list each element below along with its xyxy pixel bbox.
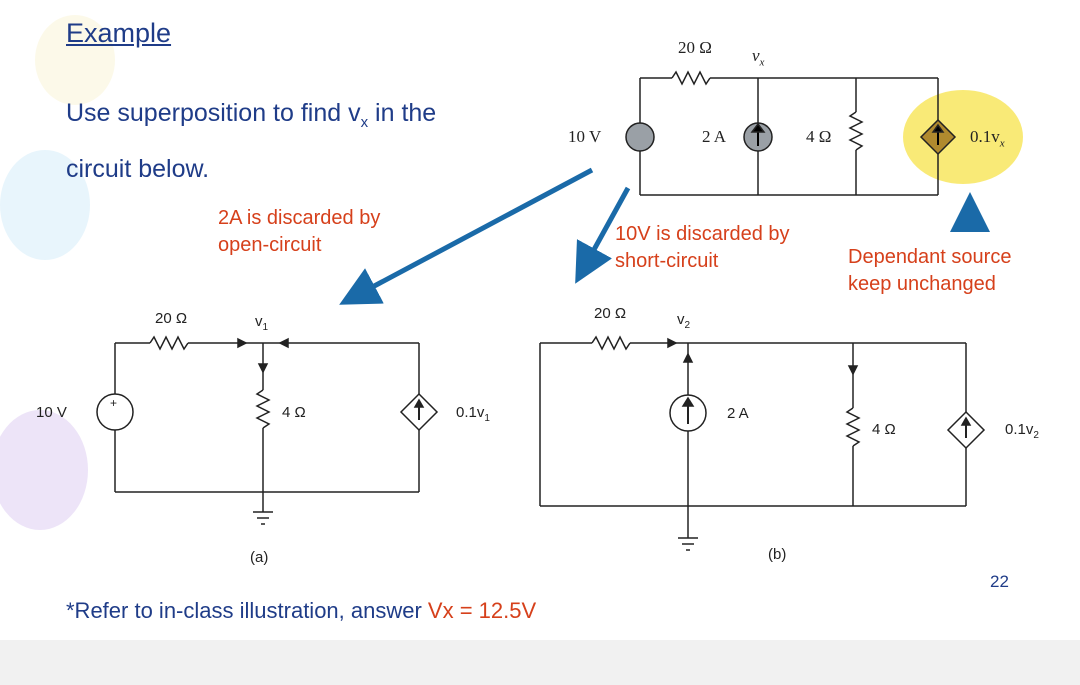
b-current-label: 2 A [727,405,749,422]
circuit-a [96,335,439,525]
orig-current-label: 2 A [702,127,727,146]
circuit-b [539,335,986,551]
bottom-bar [0,640,1080,685]
b-resistor2-label: 4 Ω [872,421,896,438]
highlight-ellipse [903,90,1023,184]
b-caption: (b) [768,546,787,563]
a-source-label: 10 V [36,404,67,421]
circuit-diagram [96,70,1023,551]
note-short-circuit: 10V is discarded by short-circuit [615,223,790,272]
a-source-plus: + [110,396,118,410]
a-resistor1-label: 20 Ω [155,310,188,327]
answer-text: *Refer to in-class illustration, answer … [66,598,537,623]
a-resistor2-label: 4 Ω [282,404,306,421]
orig-source-label: 10 V [568,127,602,146]
problem-statement: Use superposition to find vx in the circ… [66,99,437,183]
arrow-to-circuit-a [339,167,594,305]
a-dep-label: 0.1v1 [456,404,490,424]
b-node-label: v2 [677,311,691,331]
slide: Example Use superposition to find vx in … [0,15,1039,623]
page-number: 22 [990,572,1009,591]
orig-vx-label: vx [752,46,765,69]
background-decoration [0,15,115,530]
original-circuit [625,70,1023,196]
b-resistor1-label: 20 Ω [594,305,627,322]
a-node-label: v1 [255,313,269,333]
orig-resistor1-label: 20 Ω [678,38,712,57]
slide-title: Example [66,18,172,48]
note-open-circuit: 2A is discarded by open-circuit [218,207,381,256]
note-dependent-source: Dependant source keep unchanged [848,246,1012,295]
b-dep-label: 0.1v2 [1005,421,1039,441]
orig-dep-label: 0.1vx [970,127,1005,150]
arrow-to-circuit-b [575,186,631,284]
orig-resistor2-label: 4 Ω [806,127,832,146]
a-caption: (a) [250,549,269,566]
